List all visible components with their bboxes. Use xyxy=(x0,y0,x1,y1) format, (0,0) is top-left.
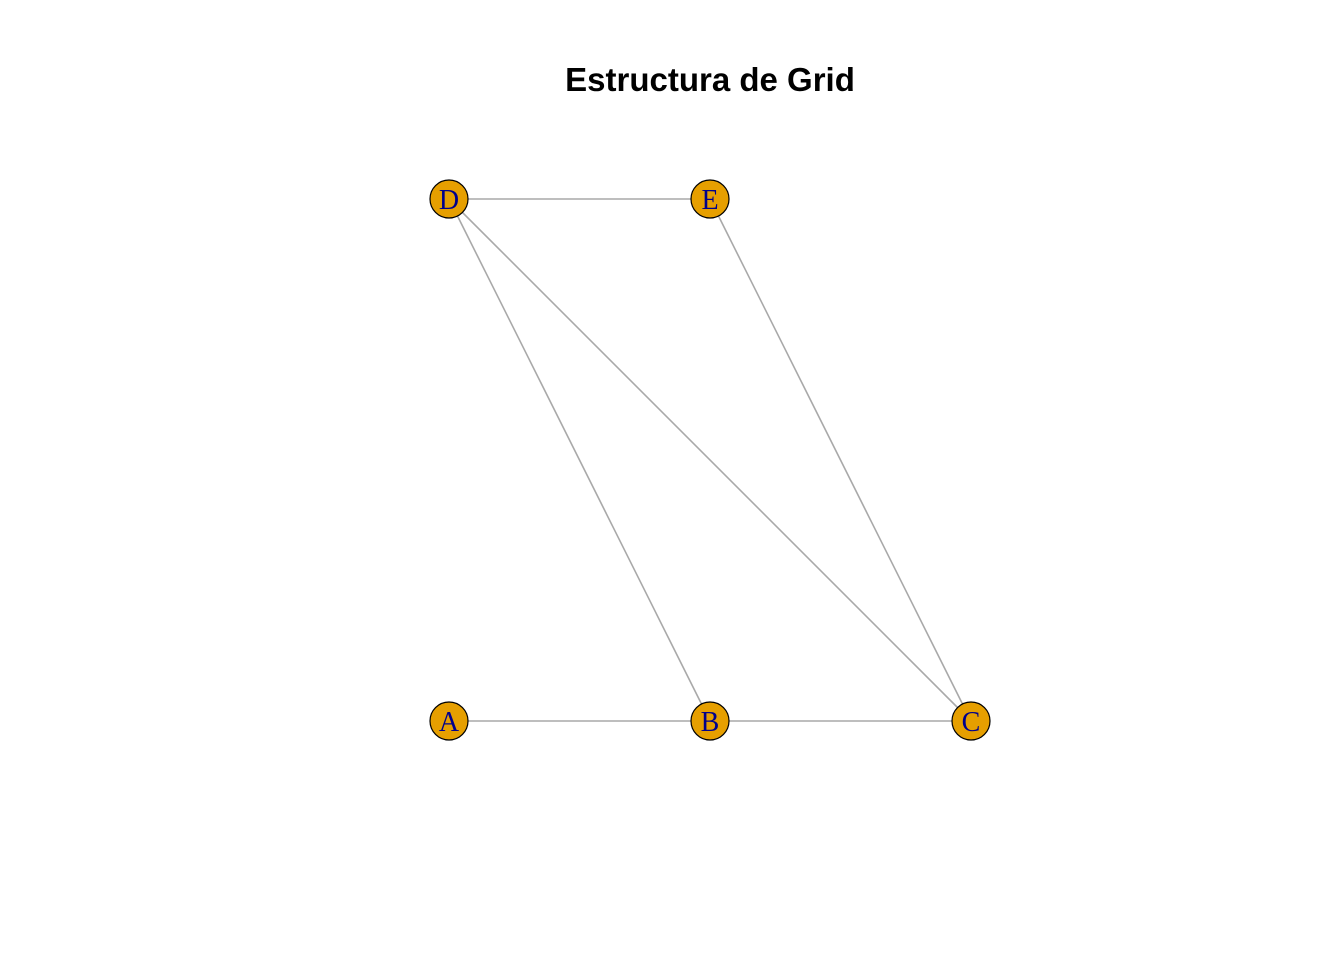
edge-e-c xyxy=(709,198,972,722)
node-b: B xyxy=(690,701,730,741)
node-circle xyxy=(690,701,730,741)
edge-d-c xyxy=(448,198,972,722)
node-circle xyxy=(429,701,469,741)
node-circle xyxy=(429,179,469,219)
edge-d-b xyxy=(448,198,711,722)
node-a: A xyxy=(429,701,469,741)
node-circle xyxy=(951,701,991,741)
edges-layer xyxy=(448,198,972,722)
node-c: C xyxy=(951,701,991,741)
node-d: D xyxy=(429,179,469,219)
node-e: E xyxy=(690,179,730,219)
node-circle xyxy=(690,179,730,219)
node-label: E xyxy=(701,185,718,216)
node-label: C xyxy=(962,707,981,738)
node-label: B xyxy=(701,707,720,738)
nodes-layer: A B C D E xyxy=(429,179,991,741)
node-label: A xyxy=(439,707,460,738)
node-label: D xyxy=(439,185,459,216)
diagram-title: Estructura de Grid xyxy=(565,61,855,98)
